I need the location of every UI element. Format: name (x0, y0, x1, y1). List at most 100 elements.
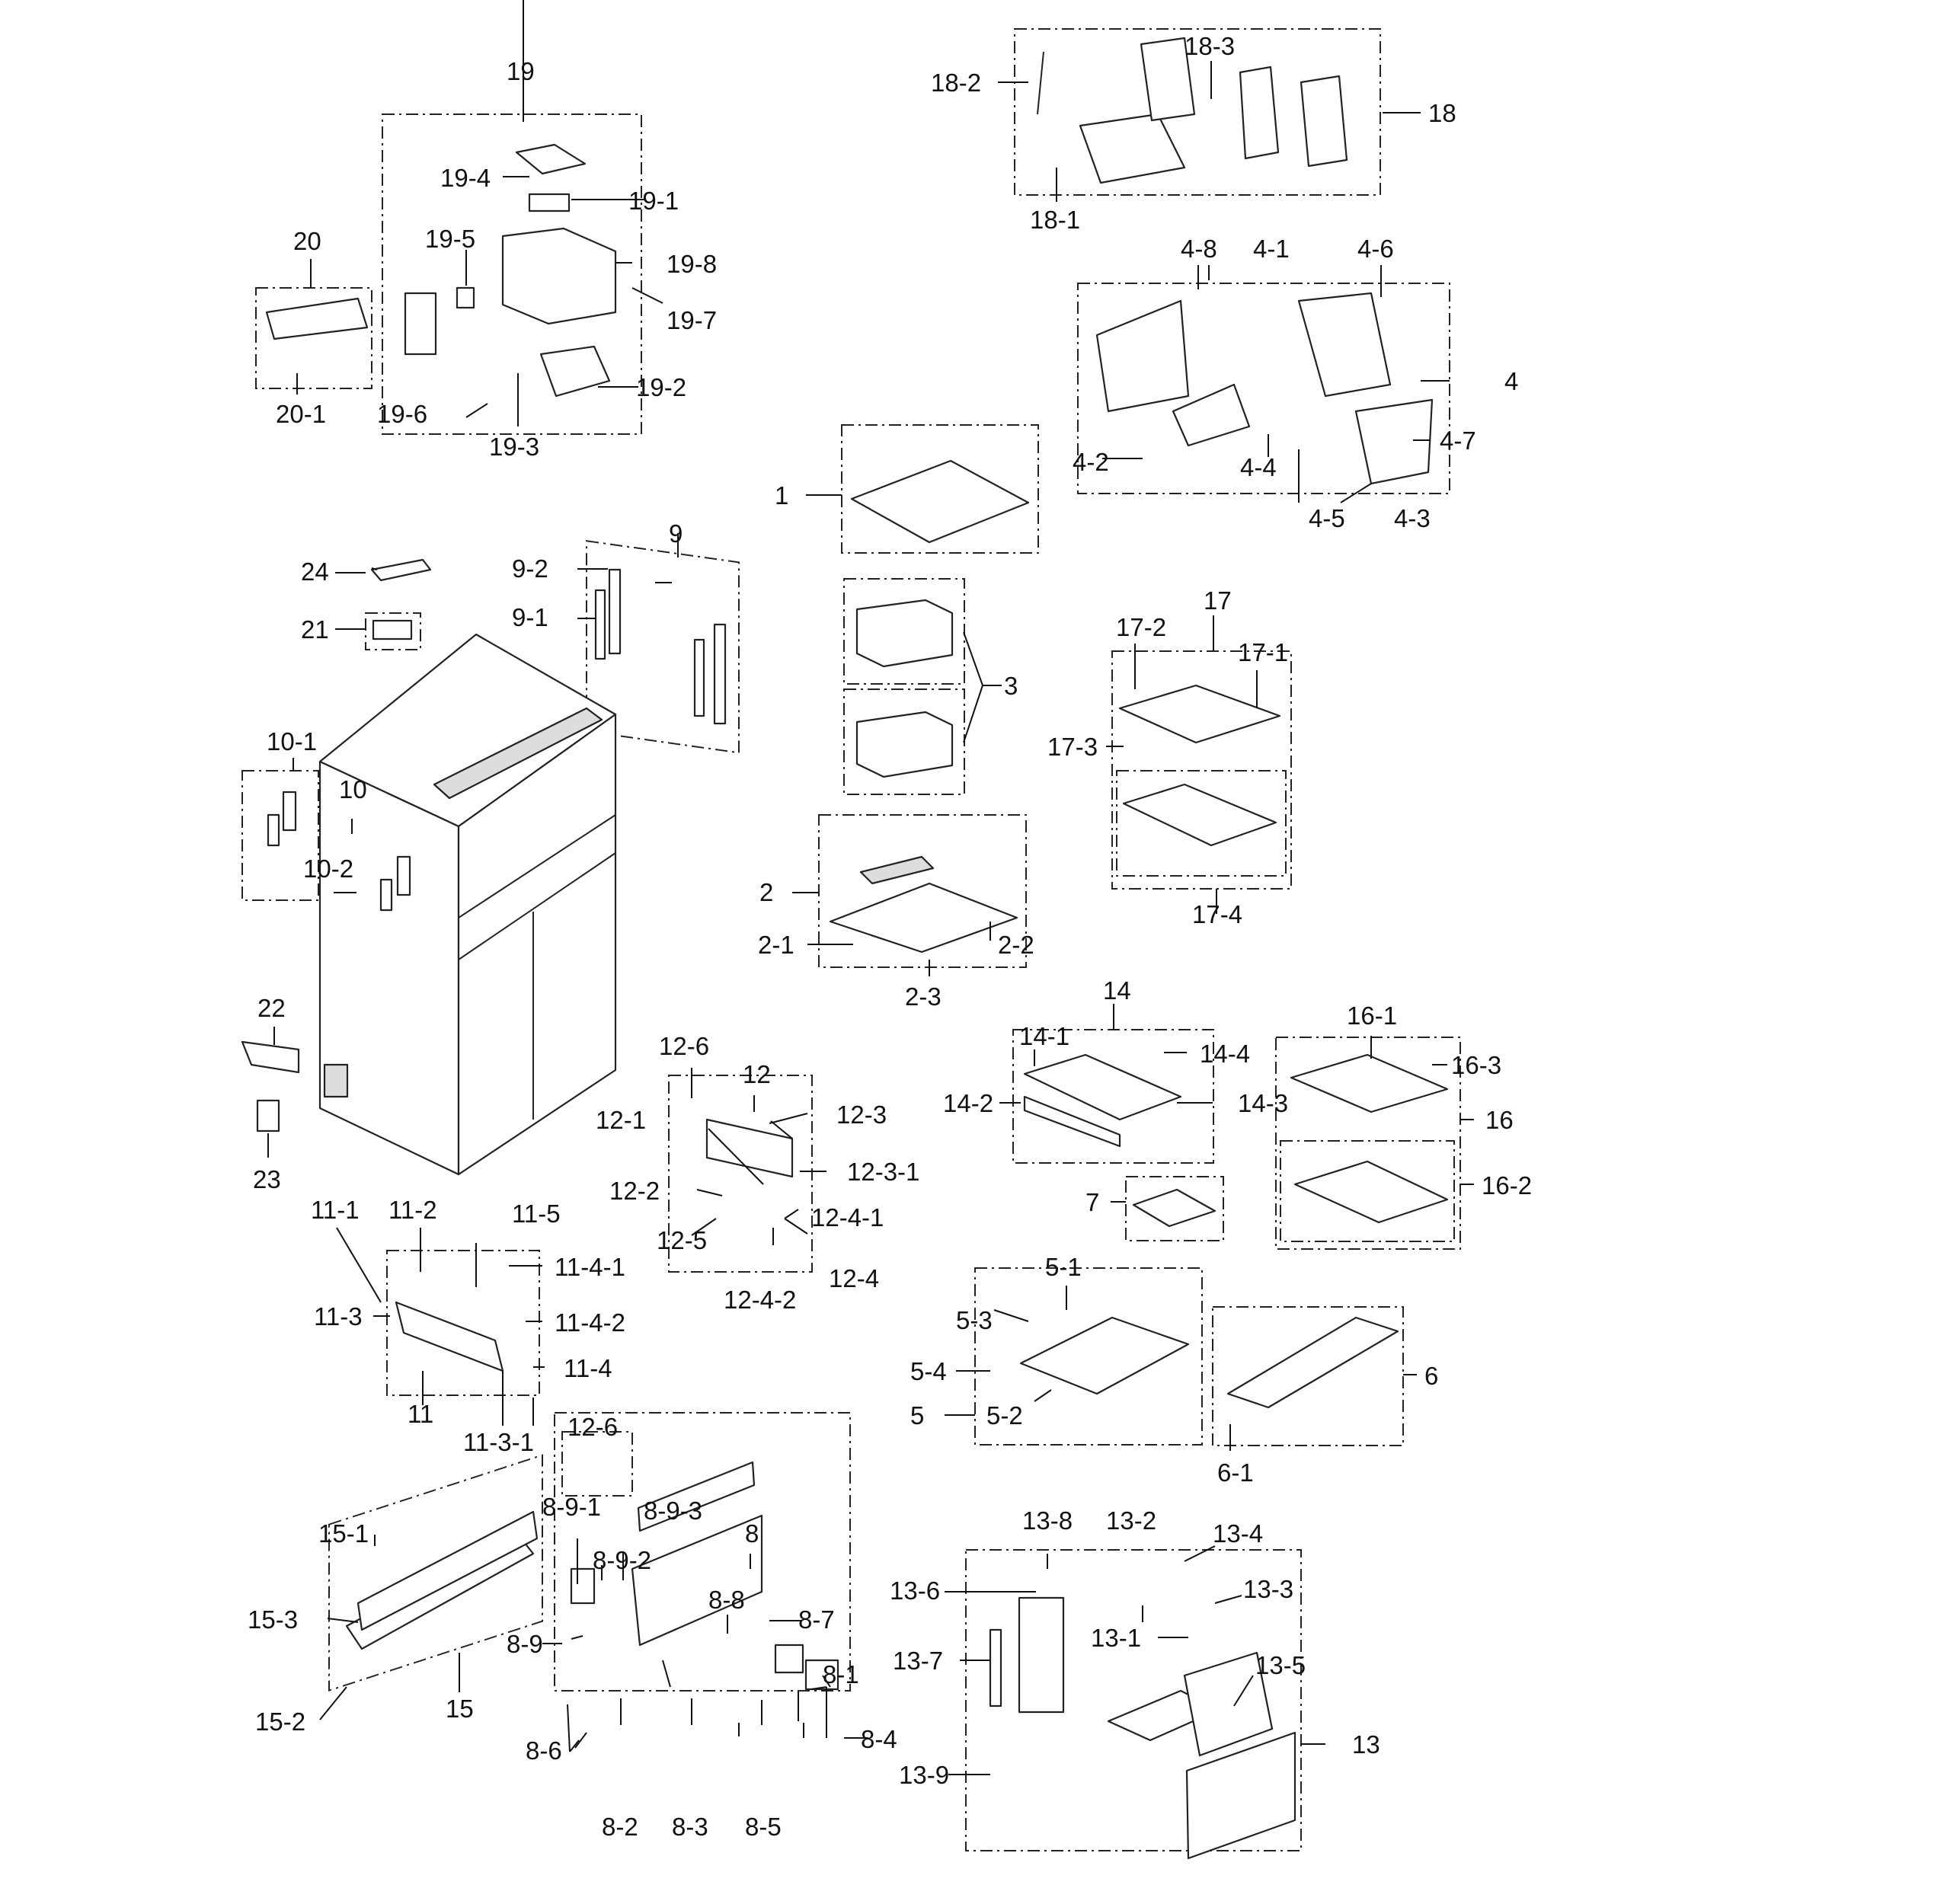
group-box-2 (818, 814, 1027, 968)
group-box-1 (841, 424, 1039, 554)
callout-2-2: 2-2 (998, 931, 1034, 959)
callout-2: 2 (759, 878, 773, 906)
callout-17-2: 17-2 (1116, 613, 1166, 641)
callout-10: 10 (339, 775, 367, 803)
group-box-5 (974, 1267, 1203, 1446)
callout-15: 15 (446, 1695, 474, 1723)
callout-15-3: 15-3 (248, 1605, 298, 1634)
group-box-3-upper (843, 578, 965, 685)
callout-20: 20 (293, 227, 321, 255)
callout-14-3: 14-3 (1238, 1089, 1288, 1117)
callout-12-4-2: 12-4-2 (724, 1286, 796, 1314)
callout-4: 4 (1504, 367, 1518, 395)
callout-2-1: 2-1 (758, 931, 794, 959)
callout-11-1: 11-1 (311, 1196, 360, 1224)
group-box-20 (255, 287, 372, 389)
callout-7: 7 (1085, 1188, 1099, 1216)
callout-19-2: 19-2 (636, 373, 686, 401)
callout-4-4: 4-4 (1240, 453, 1277, 481)
callout-13-3: 13-3 (1243, 1575, 1293, 1603)
callout-8-9-1: 8-9-1 (542, 1493, 601, 1521)
callout-8-3: 8-3 (672, 1813, 708, 1841)
callout-12-5: 12-5 (657, 1226, 707, 1254)
shelf-glass (850, 459, 1030, 544)
callout-11-2: 11-2 (388, 1196, 437, 1224)
group-box-4 (1077, 283, 1450, 494)
callout-9: 9 (669, 519, 683, 548)
callout-18: 18 (1428, 99, 1456, 127)
callout-15-1: 15-1 (318, 1519, 369, 1548)
group-box-8 (554, 1412, 851, 1692)
group-box-17 (1111, 650, 1292, 890)
callout-11-4: 11-4 (564, 1354, 612, 1382)
callout-12-3-1: 12-3-1 (847, 1158, 919, 1186)
group-box-11 (386, 1250, 540, 1396)
callout-19-6: 19-6 (377, 400, 427, 428)
callout-11-3: 11-3 (314, 1302, 363, 1331)
group-box-19 (382, 113, 642, 435)
callout-4-7: 4-7 (1440, 426, 1476, 455)
callout-12-1: 12-1 (596, 1106, 646, 1134)
callout-8-9-3: 8-9-3 (644, 1497, 702, 1525)
callout-23: 23 (253, 1165, 281, 1193)
refrigerator-cabinet (318, 633, 617, 1176)
callout-17: 17 (1204, 586, 1232, 615)
group-box-9 (586, 540, 740, 754)
group-box-6 (1212, 1306, 1404, 1446)
callout-13-6: 13-6 (890, 1577, 940, 1605)
callout-5: 5 (910, 1401, 924, 1430)
callout-17-3: 17-3 (1047, 733, 1098, 761)
callout-8-7: 8-7 (798, 1605, 835, 1634)
callout-15-2: 15-2 (255, 1708, 305, 1736)
callout-5-3: 5-3 (956, 1306, 993, 1334)
callout-8-9-2: 8-9-2 (593, 1546, 651, 1574)
callout-8-5: 8-5 (745, 1813, 782, 1841)
callout-12-6-upper: 12-6 (659, 1032, 709, 1060)
callout-6: 6 (1424, 1362, 1438, 1390)
callout-8-2: 8-2 (602, 1813, 638, 1841)
callout-13-9: 13-9 (899, 1761, 949, 1789)
callout-10-2: 10-2 (303, 855, 353, 883)
callout-1: 1 (775, 481, 788, 510)
callout-10-1: 10-1 (267, 727, 317, 756)
leader-lines (267, 0, 1474, 1775)
part-shapes (241, 37, 1449, 1860)
group-box-7 (1125, 1176, 1224, 1241)
callout-8-6: 8-6 (526, 1736, 562, 1765)
group-box-18 (1014, 28, 1381, 196)
callout-8: 8 (745, 1519, 759, 1548)
group-box-8-9 (561, 1431, 633, 1497)
crisper-upper (855, 599, 954, 668)
callout-8-9: 8-9 (507, 1630, 543, 1658)
callout-11-5: 11-5 (512, 1200, 561, 1228)
callout-22: 22 (257, 994, 286, 1022)
callout-16-2: 16-2 (1482, 1171, 1532, 1200)
callout-12-4-1: 12-4-1 (811, 1203, 884, 1232)
callout-17-4: 17-4 (1192, 900, 1242, 928)
callout-12-3: 12-3 (836, 1101, 887, 1129)
group-box-17-4 (1116, 770, 1287, 877)
callout-5-2: 5-2 (986, 1401, 1023, 1430)
callout-8-1: 8-1 (823, 1660, 859, 1688)
callout-11-4-2: 11-4-2 (555, 1308, 625, 1337)
crisper-lower (855, 711, 954, 778)
callout-19: 19 (507, 57, 535, 85)
callout-12-2: 12-2 (609, 1177, 660, 1205)
callout-18-2: 18-2 (931, 69, 981, 97)
callout-20-1: 20-1 (276, 400, 326, 428)
callout-21: 21 (301, 615, 329, 644)
callout-18-3: 18-3 (1185, 32, 1235, 60)
callout-8-8: 8-8 (708, 1586, 745, 1614)
callout-19-7: 19-7 (667, 306, 717, 334)
callout-5-1: 5-1 (1045, 1253, 1082, 1281)
callout-14-4: 14-4 (1200, 1040, 1250, 1068)
group-box-16 (1275, 1037, 1461, 1250)
callout-2-3: 2-3 (905, 982, 942, 1011)
callout-19-5: 19-5 (425, 225, 475, 253)
callout-4-3: 4-3 (1394, 504, 1431, 532)
callout-14-2: 14-2 (943, 1089, 993, 1117)
callout-12-4: 12-4 (829, 1264, 879, 1292)
callout-4-2: 4-2 (1073, 448, 1109, 476)
group-box-10-1 (241, 770, 319, 901)
